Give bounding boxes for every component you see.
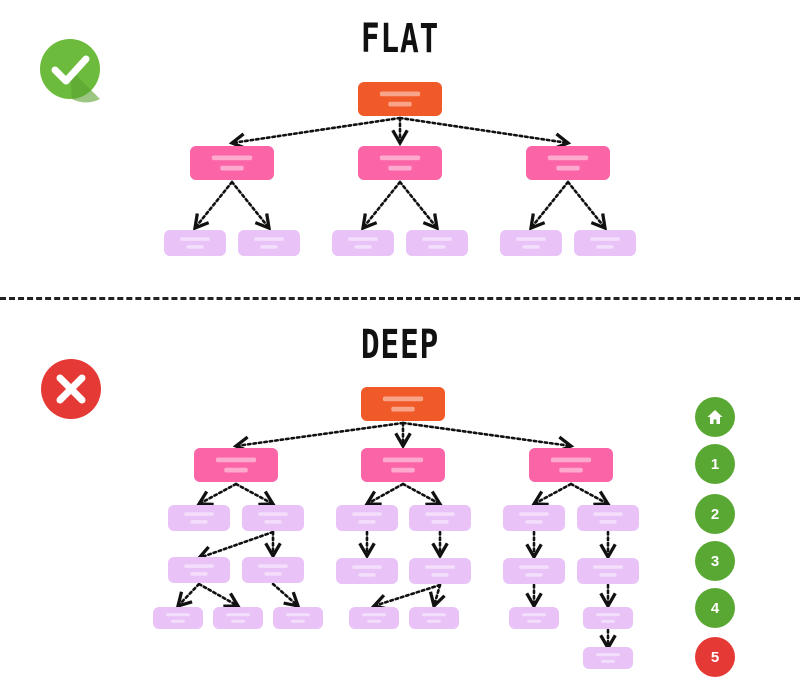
level2-node bbox=[577, 505, 639, 531]
depth-step-badge: 4 bbox=[695, 588, 735, 628]
level2-node bbox=[349, 607, 399, 629]
level2-node bbox=[332, 230, 394, 256]
edge-arrow bbox=[197, 582, 241, 608]
depth-step-badge: 3 bbox=[695, 541, 735, 581]
edge-arrow bbox=[196, 482, 238, 506]
level2-node bbox=[583, 607, 633, 629]
edge-arrow bbox=[566, 180, 608, 231]
level2-node bbox=[409, 505, 471, 531]
level1-node bbox=[526, 146, 610, 180]
level1-node bbox=[529, 448, 613, 482]
edge-arrow bbox=[271, 582, 301, 609]
root-node bbox=[361, 387, 445, 421]
edge-arrow bbox=[401, 421, 575, 454]
level2-node bbox=[168, 505, 230, 531]
edge-arrow bbox=[360, 180, 402, 231]
edge-arrow bbox=[569, 482, 611, 506]
depth-step-badge: 1 bbox=[695, 444, 735, 484]
edge-arrow bbox=[228, 116, 402, 150]
level2-node bbox=[503, 558, 565, 584]
edge-arrow bbox=[401, 482, 443, 506]
level2-node bbox=[242, 505, 304, 531]
depth-step-label: 4 bbox=[710, 599, 720, 617]
level2-node bbox=[168, 557, 230, 583]
level2-node bbox=[509, 607, 559, 629]
depth-step-label: 5 bbox=[710, 648, 720, 666]
edge-arrow bbox=[531, 482, 573, 506]
edge-arrow bbox=[234, 482, 276, 506]
level2-node bbox=[406, 230, 468, 256]
level2-node bbox=[336, 505, 398, 531]
edge-arrow bbox=[230, 180, 272, 231]
edges bbox=[175, 116, 617, 652]
level2-node bbox=[242, 557, 304, 583]
section-divider bbox=[0, 297, 800, 300]
depth-step-label: 1 bbox=[710, 455, 720, 473]
level2-node bbox=[574, 230, 636, 256]
check-icon bbox=[40, 39, 100, 103]
level2-node bbox=[273, 607, 323, 629]
edge-arrow bbox=[528, 180, 570, 231]
depth-step-badge: 5 bbox=[695, 637, 735, 677]
level2-node bbox=[409, 607, 459, 629]
edge-arrow bbox=[232, 421, 405, 453]
depth-step-badge: 2 bbox=[695, 494, 735, 534]
edge-arrow bbox=[192, 180, 234, 231]
nodes bbox=[153, 82, 639, 669]
level1-node bbox=[358, 146, 442, 180]
level1-node bbox=[194, 448, 278, 482]
level2-node bbox=[577, 558, 639, 584]
edge-arrow bbox=[364, 482, 405, 506]
edge-arrow bbox=[428, 583, 446, 610]
edge-arrow bbox=[370, 583, 442, 611]
level1-node bbox=[190, 146, 274, 180]
level2-node bbox=[583, 647, 633, 669]
edge-arrow bbox=[195, 530, 275, 563]
level1-node bbox=[361, 448, 445, 482]
deep-title: DEEP bbox=[360, 322, 440, 368]
level2-node bbox=[164, 230, 226, 256]
root-node bbox=[358, 82, 442, 116]
depth-step-label: 3 bbox=[710, 552, 720, 570]
level2-node bbox=[213, 607, 263, 629]
home-icon bbox=[695, 397, 735, 437]
x-icon bbox=[41, 359, 101, 419]
edge-arrow bbox=[175, 582, 201, 609]
level2-node bbox=[503, 505, 565, 531]
level2-node bbox=[500, 230, 562, 256]
level2-node bbox=[409, 558, 471, 584]
level2-node bbox=[336, 558, 398, 584]
edge-arrow bbox=[398, 116, 572, 150]
level2-node bbox=[153, 607, 203, 629]
depth-step-label: 2 bbox=[710, 505, 720, 523]
level2-node bbox=[238, 230, 300, 256]
edge-arrow bbox=[398, 180, 440, 231]
flat-title: FLAT bbox=[360, 16, 440, 62]
